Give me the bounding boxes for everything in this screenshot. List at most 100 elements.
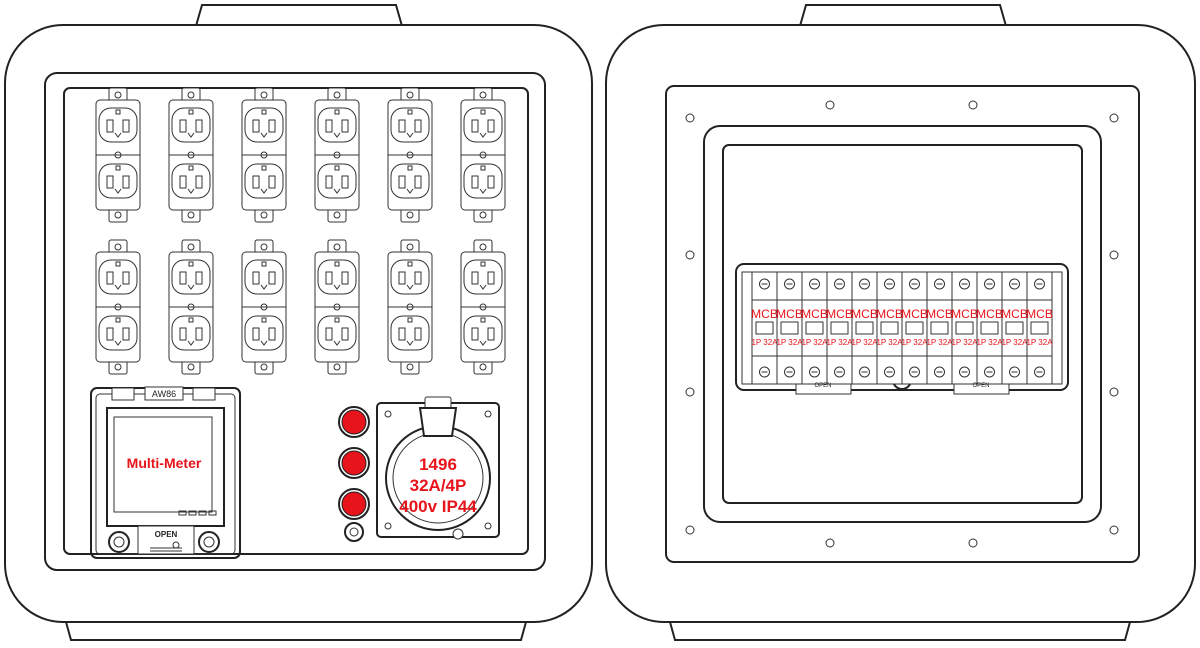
mcb-breaker[interactable]: MCB 1P 32A — [951, 271, 978, 385]
front-panel: AW86 Multi-Meter OPEN — [4, 4, 593, 641]
outlet-receptacle-icon[interactable] — [98, 315, 138, 351]
outlet-receptacle-icon[interactable] — [390, 163, 430, 199]
screw-hole-icon — [1109, 387, 1119, 397]
duplex-outlet[interactable] — [95, 87, 141, 223]
indicator-lamp — [338, 488, 370, 520]
duplex-outlet[interactable] — [95, 239, 141, 375]
meter-button-1[interactable] — [178, 510, 187, 516]
meter-screen[interactable] — [113, 416, 213, 513]
meter-knob-left-icon[interactable] — [108, 531, 130, 553]
meter-button-4[interactable] — [208, 510, 217, 516]
outlet-receptacle-icon[interactable] — [171, 315, 211, 351]
back-top-handle — [799, 4, 1007, 27]
duplex-outlet[interactable] — [168, 87, 214, 223]
outlet-receptacle-icon[interactable] — [390, 259, 430, 295]
mcb-rating: 1P 32A — [926, 338, 953, 347]
mcb-rating: 1P 32A — [1026, 338, 1053, 347]
duplex-outlet[interactable] — [241, 239, 287, 375]
mcb-label: MCB — [826, 307, 853, 321]
front-bottom-foot — [65, 621, 527, 641]
mcb-breaker[interactable]: MCB 1P 32A — [926, 271, 953, 385]
mcb-rating: 1P 32A — [801, 338, 828, 347]
front-frame — [44, 72, 546, 571]
outlet-receptacle-icon[interactable] — [317, 259, 357, 295]
mcb-rating: 1P 32A — [951, 338, 978, 347]
outlet-receptacle-icon[interactable] — [171, 259, 211, 295]
duplex-outlet[interactable] — [314, 239, 360, 375]
outlet-receptacle-icon[interactable] — [171, 163, 211, 199]
outlet-receptacle-icon[interactable] — [171, 107, 211, 143]
outlet-receptacle-icon[interactable] — [463, 163, 503, 199]
frame-screw-holes — [685, 100, 1119, 548]
screw-hole-icon — [1109, 113, 1119, 123]
outlet-receptacle-icon[interactable] — [317, 107, 357, 143]
duplex-outlet[interactable] — [241, 87, 287, 223]
duplex-outlet[interactable] — [460, 87, 506, 223]
outlet-receptacle-icon[interactable] — [317, 315, 357, 351]
outlet-receptacle-icon[interactable] — [317, 163, 357, 199]
mcb-breaker[interactable]: MCB 1P 32A — [1026, 271, 1053, 385]
outlet-receptacle-icon[interactable] — [463, 315, 503, 351]
meter-hinge-right — [192, 387, 216, 401]
indicator-lamp — [338, 406, 370, 438]
mcb-label: MCB — [926, 307, 953, 321]
front-top-handle — [195, 4, 403, 27]
mcb-label: MCB — [851, 307, 878, 321]
indicator-lamps — [338, 406, 370, 520]
mcb-breakers: MCB 1P 32A MCB 1P 32A MCB 1P 32A MCB 1P 32A MCB 1… — [751, 271, 1053, 389]
meter-badge — [144, 386, 184, 401]
meter-button-3[interactable] — [198, 510, 207, 516]
meter-knob-right-icon[interactable] — [198, 531, 220, 553]
back-bottom-foot — [669, 621, 1131, 641]
duplex-outlet[interactable] — [168, 239, 214, 375]
outlet-receptacle-icon[interactable] — [98, 163, 138, 199]
mcb-breaker[interactable]: MCB 1P 32A — [876, 271, 903, 385]
mcb-rating: 1P 32A — [901, 338, 928, 347]
socket-label-model: 1496 — [419, 455, 457, 474]
meter-button-2[interactable] — [188, 510, 197, 516]
screw-hole-icon — [685, 113, 695, 123]
outlet-receptacle-icon[interactable] — [463, 107, 503, 143]
outlet-receptacle-icon[interactable] — [244, 315, 284, 351]
screw-hole-icon — [685, 250, 695, 260]
rail-latch-label: OPEN — [814, 383, 831, 389]
screw-hole-icon — [1109, 250, 1119, 260]
mcb-rating: 1P 32A — [776, 338, 803, 347]
mcb-label: MCB — [1001, 307, 1028, 321]
breaker-rail: MCB 1P 32A MCB 1P 32A MCB 1P 32A MCB 1P 32A MCB 1… — [735, 263, 1069, 395]
outlet-receptacle-icon[interactable] — [390, 107, 430, 143]
outlet-receptacle-icon[interactable] — [390, 315, 430, 351]
mcb-label: MCB — [876, 307, 903, 321]
outlet-receptacle-icon[interactable] — [98, 259, 138, 295]
duplex-outlet[interactable] — [387, 239, 433, 375]
socket-label-rating: 32A/4P — [410, 476, 467, 495]
outlet-receptacle-icon[interactable] — [244, 163, 284, 199]
duplex-outlet[interactable] — [460, 239, 506, 375]
socket-lid-latch[interactable] — [418, 407, 458, 437]
meter-badge-label: AW86 — [152, 389, 176, 399]
meter-latch-label: OPEN — [155, 530, 178, 539]
meter-latch[interactable] — [137, 525, 195, 555]
mcb-rating: 1P 32A — [751, 338, 778, 347]
front-outer-case — [4, 24, 593, 623]
mcb-rating: 1P 32A — [876, 338, 903, 347]
duplex-outlet[interactable] — [387, 87, 433, 223]
industrial-socket[interactable]: 1496 32A/4P 400v IP44 — [376, 396, 500, 540]
multi-meter: AW86 Multi-Meter OPEN — [90, 386, 241, 559]
mcb-label: MCB — [1026, 307, 1053, 321]
mcb-label: MCB — [951, 307, 978, 321]
outlet-receptacle-icon[interactable] — [244, 107, 284, 143]
outlet-receptacle-icon[interactable] — [98, 107, 138, 143]
outlet-receptacle-icon[interactable] — [244, 259, 284, 295]
outlet-receptacle-icon[interactable] — [463, 259, 503, 295]
duplex-outlet[interactable] — [314, 87, 360, 223]
